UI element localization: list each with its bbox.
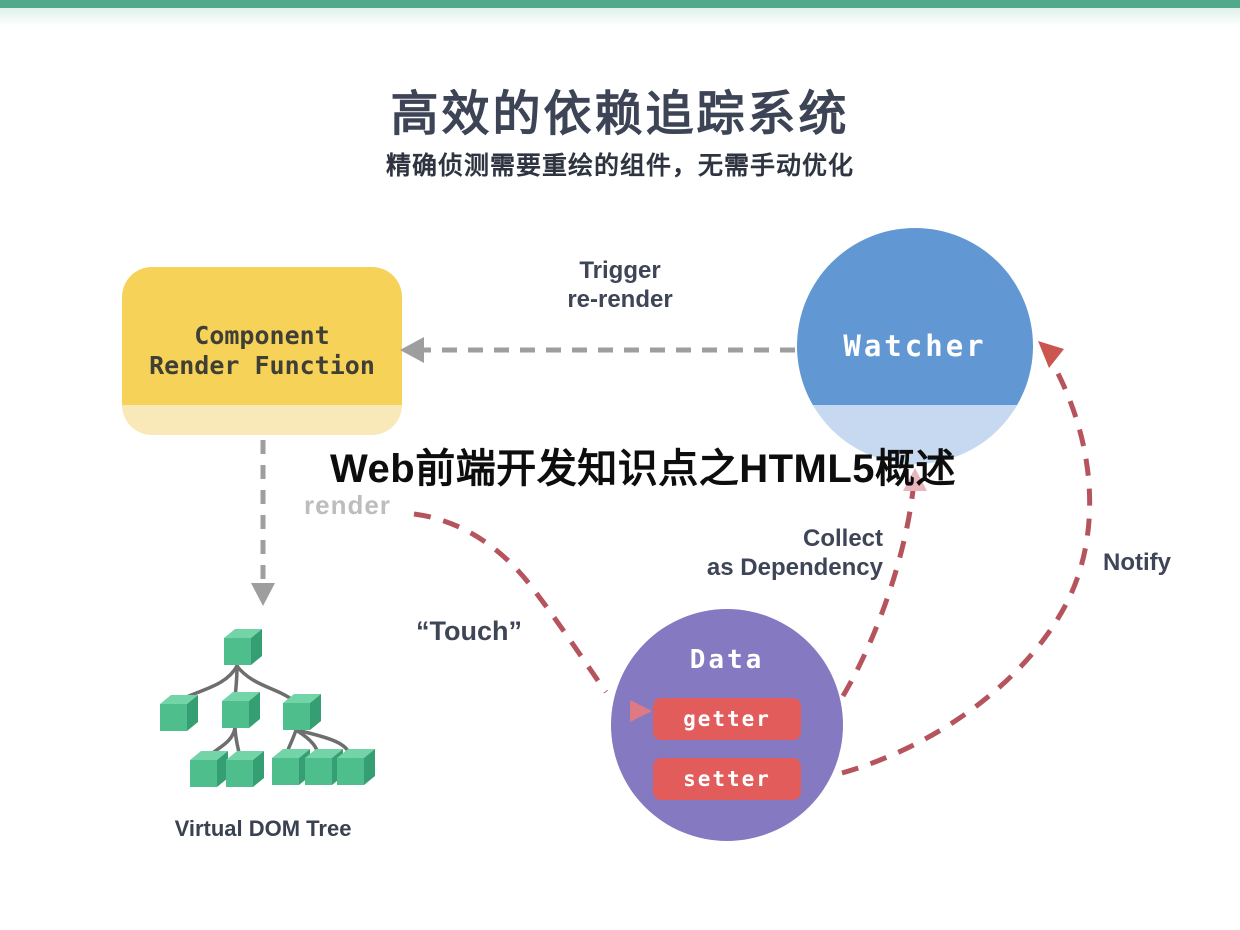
tree-node bbox=[222, 692, 260, 728]
data-label: Data bbox=[689, 645, 765, 675]
tree-branches bbox=[175, 664, 352, 760]
trigger-rerender-arrowhead bbox=[400, 337, 424, 363]
tree-node-root bbox=[224, 629, 262, 665]
watcher-circle: Watcher bbox=[797, 228, 1033, 464]
touch-label: “Touch” bbox=[416, 616, 522, 646]
tree-nodes bbox=[160, 629, 375, 787]
trigger-label-line1: Trigger bbox=[579, 257, 661, 284]
notify-label: Notify bbox=[1103, 549, 1171, 576]
collect-label-line1: Collect bbox=[802, 525, 883, 552]
collect-label-line2: as Dependency bbox=[706, 554, 883, 581]
getter-badge: getter bbox=[653, 698, 801, 740]
component-box-label-line2: Render Function bbox=[149, 351, 375, 380]
tree-node bbox=[160, 695, 198, 731]
watermark-headline: Web前端开发知识点之HTML5概述 bbox=[330, 447, 957, 491]
render-label: render bbox=[304, 490, 391, 520]
virtual-dom-tree-graphic bbox=[160, 629, 375, 787]
tree-node bbox=[190, 751, 228, 787]
tree-node bbox=[272, 749, 310, 785]
collect-dependency-curve bbox=[840, 489, 916, 698]
tree-node bbox=[283, 694, 321, 730]
data-circle: Data getter setter bbox=[611, 609, 843, 841]
top-accent-bar-fade bbox=[0, 8, 1240, 26]
getter-label: getter bbox=[683, 707, 771, 731]
component-box-label-line1: Component bbox=[194, 321, 330, 350]
setter-badge: setter bbox=[653, 758, 801, 800]
render-arrowhead bbox=[251, 583, 275, 606]
tree-node bbox=[337, 749, 375, 785]
page-title: 高效的依赖追踪系统 bbox=[390, 88, 850, 141]
notify-arrowhead bbox=[1038, 341, 1064, 368]
component-render-function-box: Component Render Function bbox=[122, 267, 402, 435]
page-subtitle: 精确侦测需要重绘的组件，无需手动优化 bbox=[385, 152, 854, 180]
virtual-dom-tree-label: Virtual DOM Tree bbox=[174, 816, 352, 841]
top-accent-bar bbox=[0, 0, 1240, 8]
collect-dependency-label: Collect as Dependency bbox=[707, 524, 883, 582]
watcher-label: Watcher bbox=[843, 329, 987, 363]
trigger-label-line2: re-render bbox=[567, 286, 673, 313]
tree-node bbox=[226, 751, 264, 787]
setter-label: setter bbox=[683, 767, 771, 791]
trigger-rerender-label: Trigger re-render bbox=[520, 256, 720, 314]
touch-curve bbox=[413, 511, 609, 694]
